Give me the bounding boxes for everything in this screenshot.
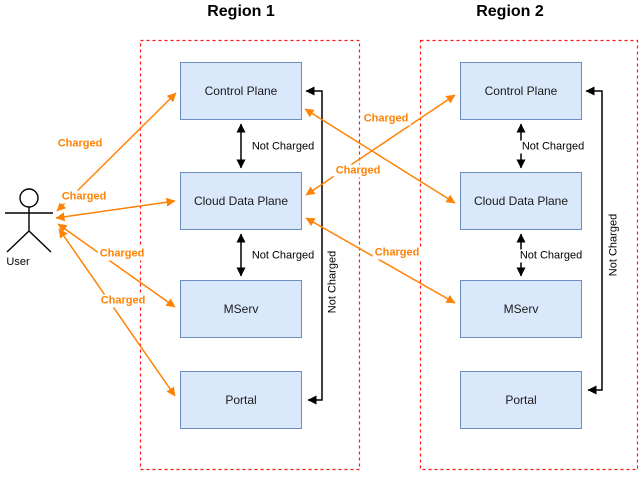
node-region2-portal: Portal [460, 371, 582, 429]
edge-label-notcharged-r2-a: Not Charged [519, 140, 587, 154]
edge-user-r1-cdp [55, 197, 176, 222]
node-region2-control-plane: Control Plane [460, 62, 582, 120]
node-region1-cloud-data-plane: Cloud Data Plane [180, 172, 302, 230]
node-region1-portal: Portal [180, 371, 302, 429]
edge-r1-cp-portal [305, 86, 323, 405]
edge-label-charged-cross-1: Charged [333, 164, 383, 178]
region2-border [419, 39, 639, 471]
edge-label-notcharged-r1-a: Not Charged [249, 140, 317, 154]
edge-label-charged-user-portal: Charged [98, 294, 148, 308]
not-charged-arrows [236, 86, 603, 405]
edge-label-notcharged-r2-b: Not Charged [517, 249, 585, 263]
region1-title: Region 1 [207, 3, 275, 20]
node-region1-mserv: MServ [180, 280, 302, 338]
user-label: User [6, 256, 30, 268]
charged-arrows [55, 92, 456, 397]
edge-label-charged-cross-2: Charged [361, 112, 411, 126]
edge-label-charged-user-cp: Charged [55, 137, 105, 151]
edge-label-notcharged-r2-rot: Not Charged [607, 211, 621, 279]
user-figure-icon [5, 188, 53, 253]
node-region1-control-plane: Control Plane [180, 62, 302, 120]
edge-label-notcharged-r1-rot: Not Charged [326, 248, 340, 316]
edge-label-charged-user-cdp: Charged [59, 190, 109, 204]
edge-label-notcharged-r1-b: Not Charged [249, 249, 317, 263]
edge-label-charged-user-mserv: Charged [97, 247, 147, 261]
edge-r1cdp-r2mserv [305, 217, 456, 304]
region2-title: Region 2 [476, 3, 544, 20]
node-region2-mserv: MServ [460, 280, 582, 338]
edge-label-charged-cross-3: Charged [372, 246, 422, 260]
edge-r1cdp-r2cp [305, 94, 456, 196]
edge-r2-cp-portal [585, 86, 603, 395]
edge-user-r1-portal [58, 228, 176, 397]
node-region2-cloud-data-plane: Cloud Data Plane [460, 172, 582, 230]
